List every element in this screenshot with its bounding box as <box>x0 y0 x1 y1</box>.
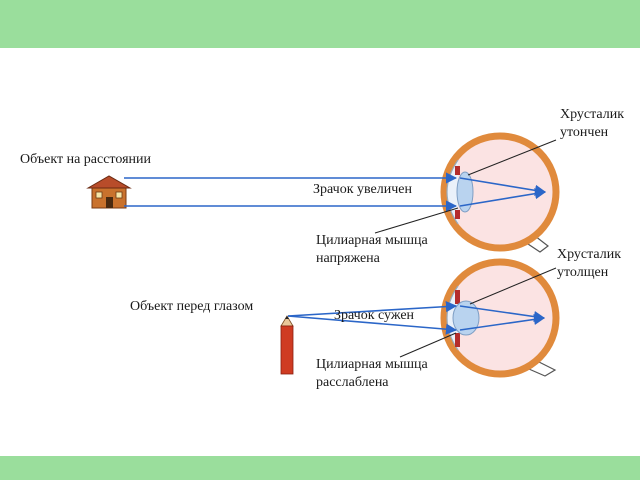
house-roof <box>86 175 132 189</box>
bottom-band <box>0 456 640 480</box>
label-pupil-dilated: Зрачок увеличен <box>313 182 412 197</box>
iris-top-lower <box>455 210 460 219</box>
label-pupil-constricted: Зрачок сужен <box>334 308 415 323</box>
house-window-right <box>115 191 123 199</box>
label-lens-thick-line1: Хрусталик <box>557 247 622 262</box>
eyeball-bottom <box>440 258 560 378</box>
ray-near-upper-in <box>287 301 458 317</box>
label-lens-thick-line2: утолщен <box>557 265 609 280</box>
lens-bottom-thick <box>452 300 480 336</box>
ray-far-upper-out <box>459 177 547 196</box>
leader-lines <box>374 139 557 358</box>
ray-near-lower-out <box>459 313 546 331</box>
label-lens-thin-line1: Хрусталик <box>560 107 625 122</box>
label-muscle-relaxed: Цилиарная мышца расслаблена <box>316 356 428 392</box>
label-lens-thin-line2: утончен <box>560 125 609 140</box>
top-band <box>0 0 640 48</box>
eye-top <box>440 132 560 253</box>
house-door <box>106 197 113 208</box>
label-muscle-relaxed-line2: расслаблена <box>316 375 389 390</box>
ray-near-upper-out <box>459 305 546 323</box>
eyeball-top <box>440 132 560 252</box>
iris-bottom-upper <box>455 290 460 304</box>
ray-near-lower-in <box>287 315 458 335</box>
house-window-left <box>95 191 103 199</box>
label-muscle-tense-line1: Цилиарная мышца <box>316 233 428 248</box>
label-muscle-relaxed-line1: Цилиарная мышца <box>316 357 428 372</box>
pencil-body <box>280 325 294 375</box>
leader-lens-thick <box>469 267 557 305</box>
label-object-far: Объект на расстоянии <box>20 152 152 167</box>
leader-muscle-tense <box>374 207 459 234</box>
pencil-lead <box>285 316 289 319</box>
label-lens-thick: Хрусталик утолщен <box>557 246 621 282</box>
rays <box>124 172 547 335</box>
label-object-near: Объект перед глазом <box>130 299 254 314</box>
label-muscle-tense-line2: напряжена <box>316 251 380 266</box>
house-icon <box>86 175 132 209</box>
leader-lens-thin <box>467 139 557 176</box>
label-muscle-tense: Цилиарная мышца напряжена <box>316 232 428 268</box>
iris-bottom-lower <box>455 333 460 347</box>
lens-top-thin <box>456 171 474 213</box>
iris-top-upper <box>455 166 460 175</box>
pencil-icon <box>280 315 294 375</box>
ray-far-lower-out <box>459 188 547 207</box>
label-lens-thin: Хрусталик утончен <box>560 106 624 142</box>
leader-muscle-relaxed <box>399 332 457 358</box>
